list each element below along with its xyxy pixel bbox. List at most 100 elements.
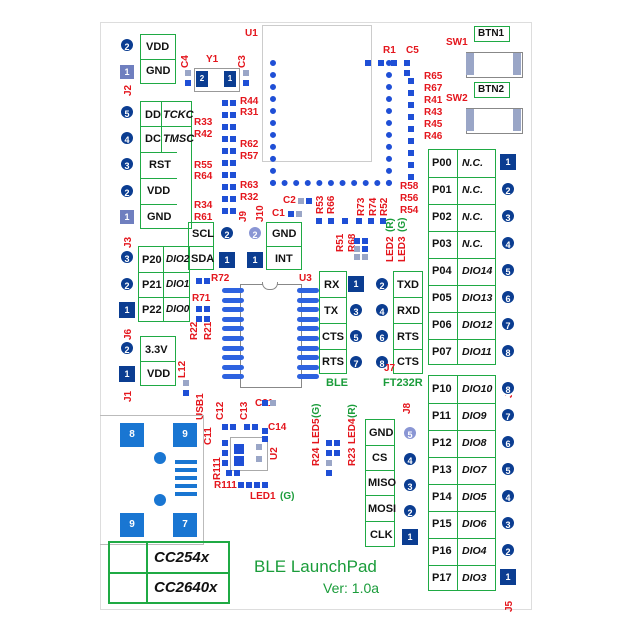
j2-pin: 2: [119, 37, 135, 53]
j5-port-label: P17: [432, 572, 452, 584]
led2-label: LED2: [385, 236, 396, 262]
r65-label: R65: [424, 71, 443, 82]
j8-label: CLK: [370, 529, 393, 541]
j2-ref: J2: [123, 84, 134, 96]
u3-pin: [297, 316, 319, 322]
j5-port-label: P16: [432, 545, 452, 557]
j4-pin: 5: [500, 262, 516, 278]
led4-label: LED4: [347, 418, 358, 444]
r45-label: R45: [424, 119, 443, 130]
led1-label: LED1: [250, 491, 276, 502]
j7-pin: 5: [348, 328, 364, 344]
r41-label: R41: [424, 95, 443, 106]
j3-pin: 2: [119, 183, 135, 199]
u3-pin: [297, 336, 319, 341]
j5-pin: 4: [500, 488, 516, 504]
j10-label: INT: [275, 253, 293, 265]
j6-alt-label: DIO0: [166, 304, 190, 315]
u3-pin: [222, 297, 244, 303]
j3-pin: 4: [119, 130, 135, 146]
j1-pin: 2: [119, 340, 135, 356]
r67-label: R67: [424, 83, 443, 94]
u3-pin: [222, 336, 244, 341]
led3-label: LED3: [397, 236, 408, 262]
j1-label-box: 3.3V VDD: [140, 336, 176, 386]
usb-pad: 9: [173, 423, 197, 447]
u3-pin: [222, 364, 244, 370]
u3-pin: [222, 307, 244, 313]
c11-label: C11: [203, 427, 214, 445]
y1-crystal: [194, 68, 240, 92]
u3-pin: [222, 374, 244, 380]
r71-label: R71: [192, 293, 211, 304]
j5-pin: 6: [500, 434, 516, 450]
j10-label: GND: [272, 228, 297, 240]
u1-label: U1: [245, 28, 258, 39]
j9-ref: J9: [238, 210, 249, 222]
r52-label: R52: [379, 197, 390, 216]
r31-label: R31: [240, 107, 259, 118]
j3-label: GND: [147, 211, 172, 223]
led5-color: (G): [311, 403, 322, 418]
j6-label: P20: [142, 254, 162, 266]
j3-pin: 3: [119, 156, 135, 172]
r57-label: R57: [240, 151, 259, 162]
r1-label: R1: [383, 45, 396, 56]
j3-alt-label: TMSC: [163, 133, 195, 145]
c2-label: C2: [283, 195, 296, 206]
j4-port-label: P04: [432, 265, 452, 277]
u3-pin: [297, 364, 319, 370]
j6-pin: 2: [119, 276, 135, 292]
c5-label: C5: [406, 45, 419, 56]
r72-label: R72: [211, 273, 230, 284]
u3-label: U3: [299, 273, 312, 284]
j3-pin: 5: [119, 104, 135, 120]
r61-label: R61: [194, 212, 213, 223]
j10-pin: 1: [247, 252, 263, 268]
j7-ble-title: BLE: [326, 377, 348, 389]
u1-pad-ring: [270, 60, 392, 186]
j6-pin: 1: [119, 302, 135, 318]
j4-alt-label: N.C.: [462, 238, 483, 250]
j1-label: 3.3V: [145, 344, 168, 356]
j4-pin: 3: [500, 208, 516, 224]
r34-label: R34: [194, 200, 213, 211]
u3-pin: [297, 355, 319, 361]
j7-left-label: RX: [324, 279, 340, 291]
r54-label: R54: [400, 205, 419, 216]
j5-port-label: P14: [432, 491, 452, 503]
led1-color: (G): [280, 491, 295, 502]
j5-pin: 8: [500, 380, 516, 396]
usb-connector-outline: [100, 415, 204, 545]
r21-label: R21: [203, 321, 214, 340]
c4-label: C4: [180, 55, 191, 68]
usb-pad: 9: [120, 513, 144, 537]
u2-chip: [230, 437, 268, 471]
led3-color: (G): [397, 217, 408, 232]
c13-label: C13: [239, 401, 250, 420]
j8-label-box: GND CS MISO MOSI CLK: [365, 419, 396, 547]
r111-label: R111: [214, 480, 237, 491]
j4-alt-label: N.C.: [462, 157, 483, 169]
j7-pin: 8: [374, 354, 390, 370]
u1-module-outline: [262, 25, 372, 162]
j5-alt-label: DIO6: [462, 518, 487, 530]
r51-label: R51: [335, 233, 346, 252]
r42-label: R42: [194, 129, 213, 140]
j3-label: RST: [149, 159, 171, 171]
j4-port-label: P06: [432, 319, 452, 331]
r63-label: R63: [240, 180, 259, 191]
r62-label: R62: [240, 139, 259, 150]
j5-port-label: P11: [432, 410, 451, 422]
j4-alt-label: DIO13: [462, 292, 493, 304]
j3-alt-label: TCKC: [163, 109, 194, 121]
j5-alt-label: DIO7: [462, 464, 487, 476]
j5-port-label: P12: [432, 437, 452, 449]
j7-pin: 6: [374, 328, 390, 344]
j1-ref: J1: [123, 390, 134, 402]
j4-port-label: P07: [432, 346, 452, 358]
j5-pin: 2: [500, 542, 516, 558]
j10-label-box: GND INT: [266, 222, 302, 270]
j7-pin: 7: [348, 354, 364, 370]
u3-pin: [297, 297, 319, 303]
